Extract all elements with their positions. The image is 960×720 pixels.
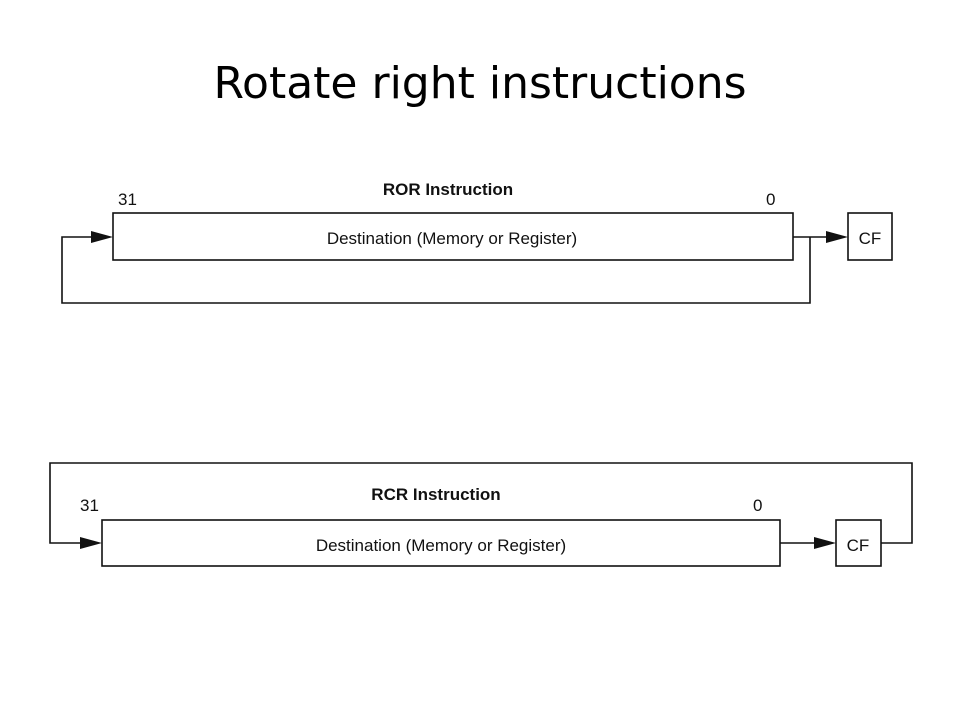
rcr-heading: RCR Instruction (371, 485, 500, 504)
ror-feedback-arrowhead (91, 231, 113, 243)
ror-heading: ROR Instruction (383, 180, 513, 199)
ror-destination-label: Destination (Memory or Register) (327, 229, 577, 248)
rcr-msb-label: 31 (80, 496, 99, 515)
ror-cf-box (847, 212, 893, 261)
rcr-destination-label: Destination (Memory or Register) (316, 536, 566, 555)
rcr-carry-loop-arrowhead (80, 537, 102, 549)
rcr-cf-label: CF (847, 536, 870, 555)
ror-to-cf-arrowhead (826, 231, 848, 243)
rcr-destination-box (101, 519, 781, 567)
ror-lsb-label: 0 (766, 190, 775, 209)
slide-title: Rotate right instructions (213, 58, 747, 109)
rcr-to-cf-arrowhead (814, 537, 836, 549)
ror-destination-box (112, 212, 794, 261)
ror-feedback-line (61, 236, 811, 304)
ror-msb-label: 31 (118, 190, 137, 209)
rcr-lsb-label: 0 (753, 496, 762, 515)
rcr-diagram: RCR Instruction 31 0 Destination (Memory… (49, 462, 913, 567)
ror-diagram: ROR Instruction 31 0 Destination (Memory… (61, 180, 893, 304)
ror-cf-label: CF (859, 229, 882, 248)
rcr-carry-loop-line (49, 462, 913, 544)
